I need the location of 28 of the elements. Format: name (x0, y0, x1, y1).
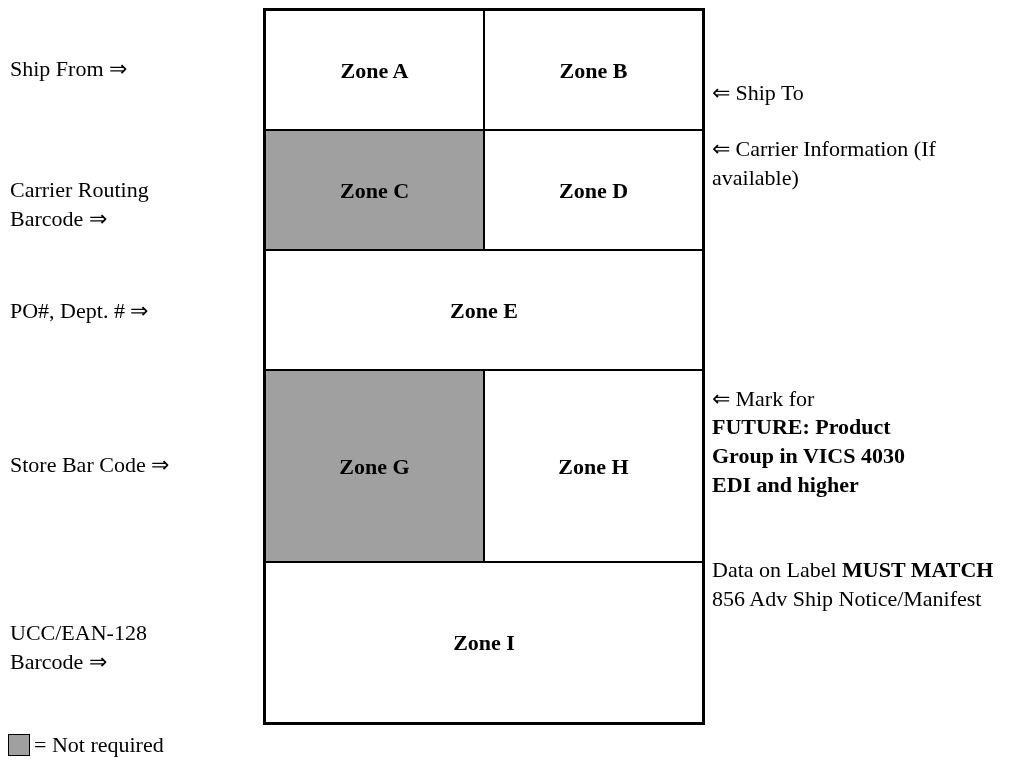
zone-label: Zone G (339, 452, 410, 481)
label-frame (263, 8, 705, 725)
zone-label: Zone A (340, 56, 409, 85)
side-label: Store Bar Code ⇒ (10, 451, 171, 479)
zone-label: Zone C (339, 176, 410, 205)
side-label: Carrier Routing Barcode ⇒ (10, 176, 150, 233)
zone-box (484, 10, 703, 130)
side-label: FUTURE: Product Group in VICS 4030 EDI and higher (712, 413, 906, 499)
side-label: ⇐ Carrier Information (If available) (712, 135, 937, 192)
side-label: ⇐ Ship To (712, 79, 805, 107)
zone-label: Zone H (558, 452, 629, 481)
side-label: ⇐ Mark for (712, 385, 816, 413)
zone-box (265, 562, 703, 723)
side-label: PO#, Dept. # ⇒ (10, 297, 150, 325)
zone-label: Zone B (559, 56, 628, 85)
side-label: UCC/EAN-128 Barcode ⇒ (10, 619, 148, 676)
zone-label: Zone D (558, 176, 629, 205)
note-text: Data on Label MUST MATCH 856 Adv Ship Notice/Manifest (712, 556, 995, 613)
zone-box (265, 10, 484, 130)
zone-label: Zone E (450, 296, 518, 325)
side-label: Ship From ⇒ (10, 55, 129, 83)
legend-text: = Not required (34, 731, 164, 759)
zone-box (484, 370, 703, 562)
zone-box (265, 370, 484, 562)
zone-label: Zone I (453, 629, 515, 657)
zone-box (265, 250, 703, 370)
zone-box (484, 130, 703, 250)
zone-box (265, 130, 484, 250)
